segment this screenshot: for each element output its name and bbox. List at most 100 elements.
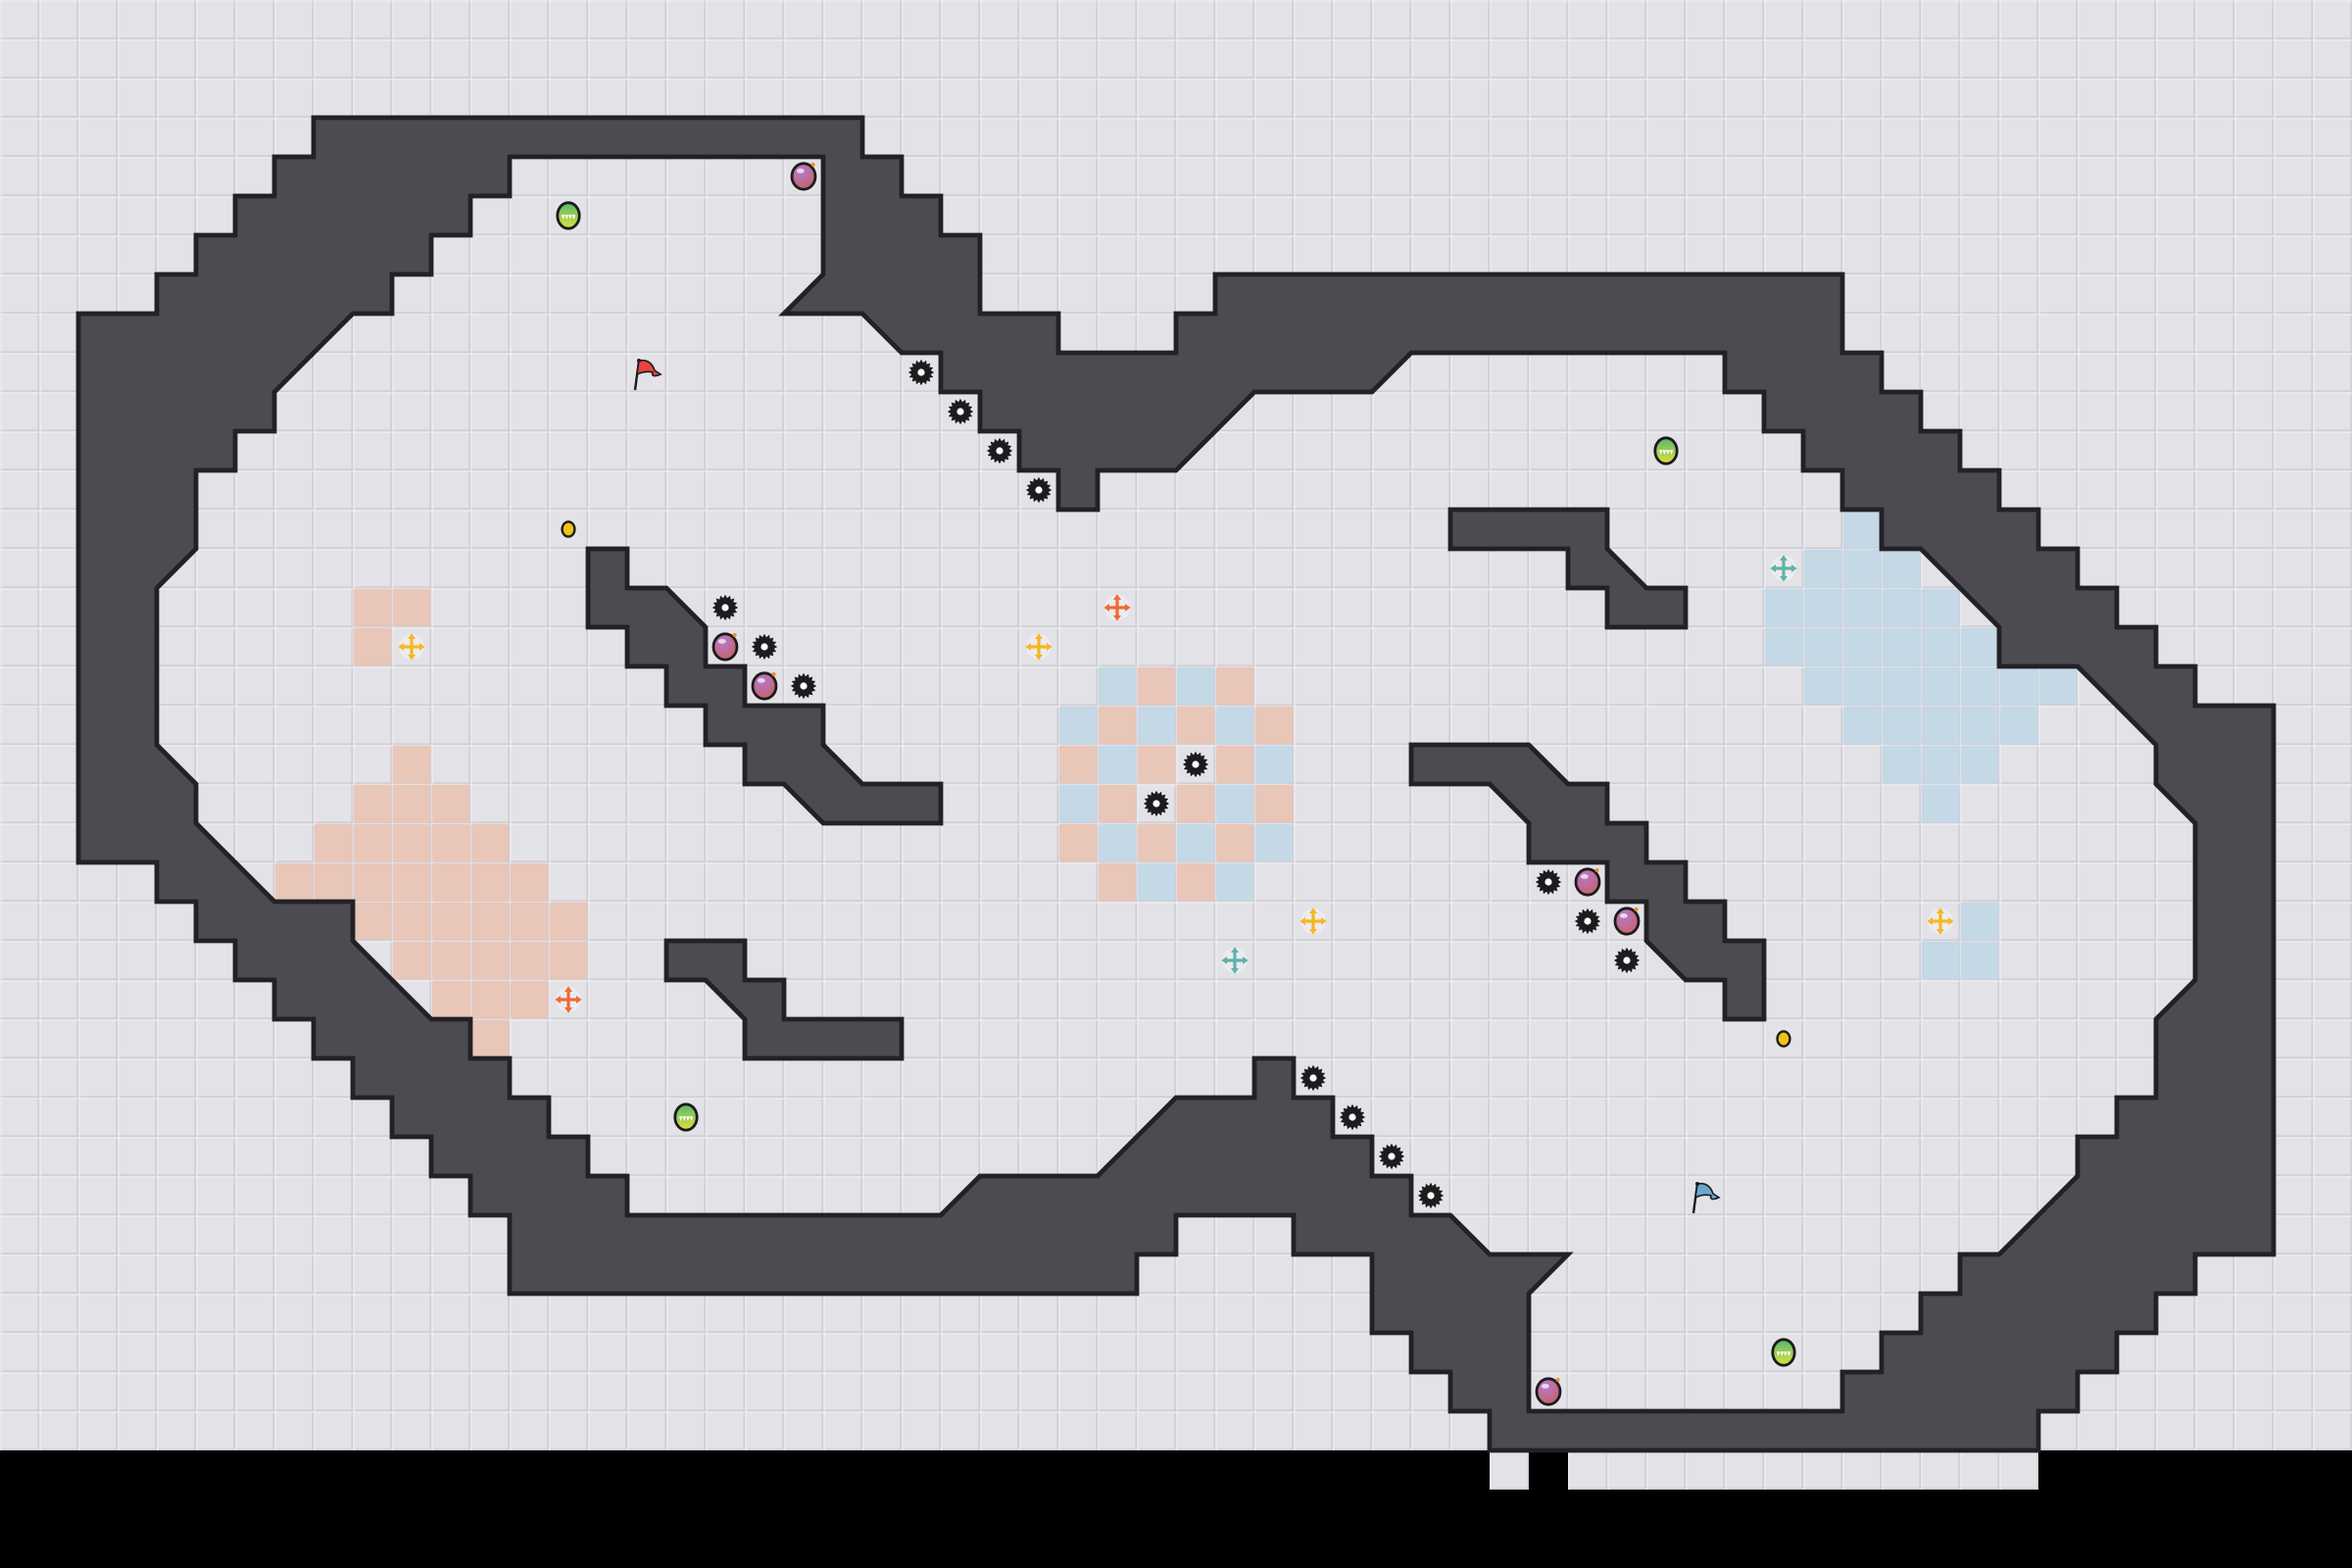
target-icon <box>555 986 582 1013</box>
checker-tile <box>1058 823 1098 862</box>
blue-tile <box>1960 706 1999 745</box>
blue-tile <box>1921 627 1960 666</box>
blue-tile <box>1842 706 1882 745</box>
checker-tile <box>1176 706 1215 745</box>
floor-cell <box>1882 1450 1921 1490</box>
drone-icon <box>556 201 581 230</box>
bomb-icon <box>790 162 817 191</box>
floor-cell <box>1725 1450 1764 1490</box>
walls <box>75 115 2277 1453</box>
pink-tile <box>431 980 470 1019</box>
blue-tile <box>1999 666 2038 706</box>
gold-icon <box>561 520 576 538</box>
checker-tile <box>1254 745 1294 784</box>
checker-tile <box>1098 745 1137 784</box>
bomb-icon <box>1574 867 1601 897</box>
blue-tile <box>1803 549 1842 588</box>
target-icon <box>1770 555 1797 582</box>
blue-tile <box>1960 627 1999 666</box>
target-icon <box>1927 907 1954 935</box>
mine-icon <box>790 672 817 700</box>
blue-tile <box>1921 745 1960 784</box>
blue-tile <box>1842 549 1882 588</box>
floor-cell <box>1686 1450 1725 1490</box>
pink-tile <box>353 823 392 862</box>
checker-tile <box>1215 862 1254 902</box>
gold-icon <box>1776 1030 1791 1048</box>
floor-cell <box>1568 1450 1607 1490</box>
mine-icon <box>986 437 1013 465</box>
outer-wall <box>75 115 2277 1453</box>
pink-tile <box>274 862 314 902</box>
pink-tile <box>470 823 510 862</box>
mine-icon <box>947 398 974 425</box>
blue-tile <box>1803 627 1842 666</box>
checker-tile <box>1098 784 1137 823</box>
blue-tile <box>1882 745 1921 784</box>
pink-tile <box>431 941 470 980</box>
mine-icon <box>1535 868 1562 896</box>
bomb-icon <box>1613 906 1641 936</box>
blue-tile <box>1921 666 1960 706</box>
target-icon <box>1025 633 1053 661</box>
target-icon <box>1103 594 1131 621</box>
checker-tile <box>1176 666 1215 706</box>
mine-icon <box>1574 907 1601 935</box>
mine-icon <box>907 359 935 386</box>
blue-tile <box>1882 627 1921 666</box>
pink-tile <box>353 588 392 627</box>
pink-tile <box>470 1019 510 1058</box>
blue-tile <box>1999 706 2038 745</box>
pink-tile <box>431 902 470 941</box>
checker-tile <box>1176 823 1215 862</box>
floor-cell <box>1842 1450 1882 1490</box>
mine-icon <box>1299 1064 1327 1092</box>
pink-tile <box>353 784 392 823</box>
pink-tile <box>470 902 510 941</box>
inner-wall <box>663 938 905 1061</box>
blue-tile <box>1960 666 1999 706</box>
mine-icon <box>711 594 739 621</box>
pink-tile <box>314 823 353 862</box>
blue-flag-icon <box>1691 1182 1721 1214</box>
checker-tile <box>1176 862 1215 902</box>
pink-tile <box>470 862 510 902</box>
pink-tile <box>392 745 431 784</box>
checker-tile <box>1254 823 1294 862</box>
blue-tile <box>1921 784 1960 823</box>
inner-wall <box>1447 507 1689 630</box>
pink-tile <box>353 627 392 666</box>
floor-cell <box>1921 1450 1960 1490</box>
pink-tile <box>470 941 510 980</box>
checker-tile <box>1058 784 1098 823</box>
colored-tiles <box>274 510 2078 1058</box>
blue-tile <box>1921 706 1960 745</box>
checker-tile <box>1098 823 1137 862</box>
blue-tile <box>1842 666 1882 706</box>
drone-icon <box>1653 436 1679 466</box>
blue-tile <box>1764 588 1803 627</box>
target-icon <box>398 633 425 661</box>
checker-tile <box>1137 745 1176 784</box>
blue-tile <box>1842 588 1882 627</box>
checker-tile <box>1098 666 1137 706</box>
pink-tile <box>431 784 470 823</box>
checker-tile <box>1215 745 1254 784</box>
pink-tile <box>510 862 549 902</box>
checker-tile <box>1058 706 1098 745</box>
blue-tile <box>1842 510 1882 549</box>
bottom-strip <box>1490 1450 2038 1490</box>
blue-tile <box>1921 941 1960 980</box>
pink-tile <box>353 902 392 941</box>
entities <box>398 162 1954 1406</box>
floor-cell <box>1607 1450 1646 1490</box>
pink-tile <box>392 862 431 902</box>
blue-tile <box>1764 627 1803 666</box>
blue-tile <box>1882 588 1921 627</box>
target-icon <box>1221 947 1249 974</box>
pink-tile <box>392 902 431 941</box>
blue-tile <box>1960 941 1999 980</box>
floor-cell <box>1764 1450 1803 1490</box>
mine-icon <box>1025 476 1053 504</box>
